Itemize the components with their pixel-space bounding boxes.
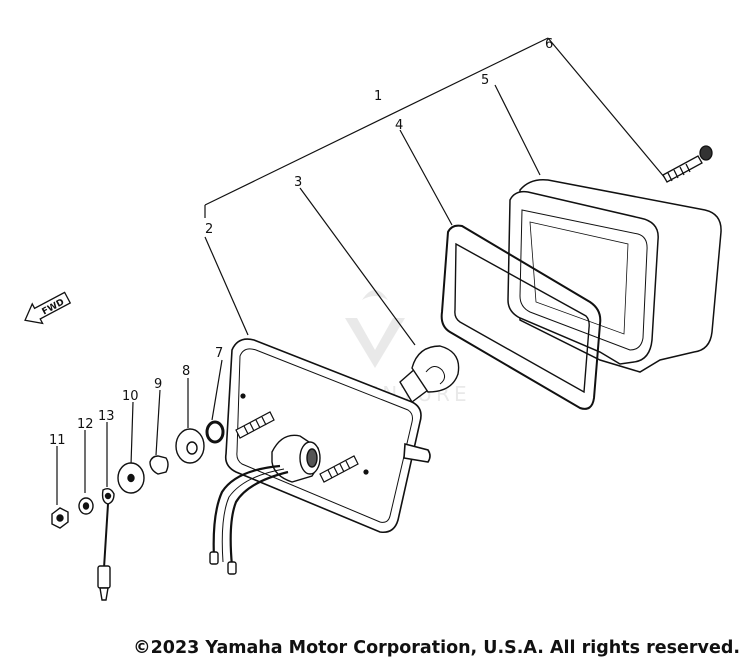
gasket-inner (454, 242, 590, 394)
screw-6-shaft (662, 155, 703, 183)
part-label-12: 12 (77, 417, 94, 432)
stud-lower (319, 455, 359, 483)
base-plate-stub (403, 442, 431, 463)
leader-3 (299, 187, 416, 346)
washer-10-hole (127, 473, 135, 483)
part-label-7: 7 (215, 346, 223, 361)
leader-5 (494, 84, 541, 176)
leader-10 (130, 401, 134, 466)
lens-housing-inner2 (529, 221, 629, 335)
base-plate-outline (224, 338, 422, 534)
bulb-3 (399, 345, 460, 404)
bracket-line-6 (547, 37, 666, 179)
bulb-glass (411, 345, 460, 393)
studs (235, 411, 359, 483)
nut-11-hole (56, 514, 64, 522)
part-label-2: 2 (205, 222, 213, 237)
base-plate-rim (236, 348, 413, 523)
part-label-1: 1 (374, 89, 382, 104)
ground-lead-13-wire (103, 503, 109, 569)
lens-housing-inner (519, 209, 648, 351)
socket-opening (306, 448, 318, 468)
bulb-filament (425, 366, 446, 385)
leader-4 (399, 129, 453, 226)
part-label-5: 5 (481, 73, 489, 88)
leader-7 (211, 359, 223, 421)
copyright-notice: ©2023 Yamaha Motor Corporation, U.S.A. A… (133, 638, 740, 658)
ground-lead-13-terminal-tip (99, 587, 109, 601)
stud-lower-threads (327, 460, 351, 479)
tail-lens-housing (507, 178, 722, 373)
fwd-arrow-icon (24, 291, 72, 325)
part-label-9: 9 (154, 377, 162, 392)
socket-wire-1 (212, 464, 281, 559)
base-plate (224, 338, 431, 534)
screw-6 (662, 145, 713, 183)
part-label-3: 3 (294, 175, 302, 190)
stud-upper (235, 411, 275, 439)
watermark-logo-icon (345, 290, 405, 368)
bracket-line-top (204, 37, 549, 206)
part-label-4: 4 (395, 118, 403, 133)
wire-terminal-1 (209, 551, 219, 565)
gasket (440, 224, 602, 410)
part-label-13: 13 (98, 409, 115, 424)
screw-6-head (699, 145, 713, 161)
base-plate-hole-2 (363, 469, 369, 475)
grommet-8-hole (186, 441, 198, 455)
leader-2 (204, 236, 249, 336)
lens-housing-front (507, 190, 659, 365)
ground-lead-13-terminal (97, 565, 111, 589)
leader-lines (56, 37, 666, 505)
part-label-11: 11 (49, 433, 66, 448)
lock-washer-12-hole (82, 502, 90, 510)
gasket-outer (440, 224, 602, 410)
base-plate-hole-1 (240, 393, 246, 399)
bulb-socket (209, 434, 321, 575)
stud-upper-threads (243, 416, 267, 435)
socket-wire-1b (221, 468, 285, 563)
part-label-8: 8 (182, 364, 190, 379)
screw-6-threads (667, 163, 691, 182)
ground-lead-13-hole (104, 492, 112, 500)
part-label-10: 10 (122, 389, 139, 404)
part-labels: 1 2 3 4 5 6 7 8 9 10 11 12 13 (49, 37, 553, 448)
part-label-6: 6 (545, 37, 553, 52)
collar-9 (149, 455, 169, 475)
wire-terminal-2 (227, 561, 237, 575)
washer-7 (205, 420, 225, 444)
socket-wire-2 (229, 470, 289, 567)
small-parts (51, 420, 225, 601)
leader-9 (155, 389, 161, 456)
fwd-arrow: FWD (24, 291, 72, 325)
